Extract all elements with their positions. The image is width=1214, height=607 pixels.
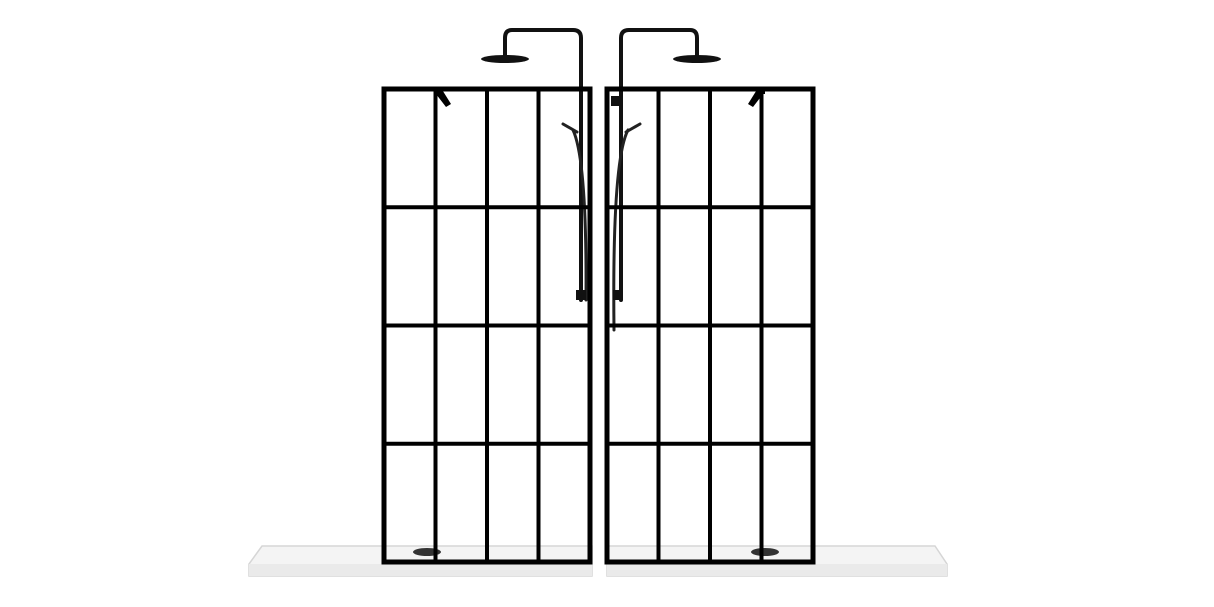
right-hand-shower-icon [611,96,642,332]
left-glass-support-bracket-icon [434,88,451,107]
right-rain-shower-head-icon [619,28,721,302]
left-glass-panel [381,86,593,565]
right-glass-support-bracket-icon [748,88,765,107]
left-rain-shower-head-icon [481,28,583,302]
right-glass-panel [604,86,816,565]
right-drain-icon [751,548,779,556]
left-hand-shower-icon [561,122,588,302]
